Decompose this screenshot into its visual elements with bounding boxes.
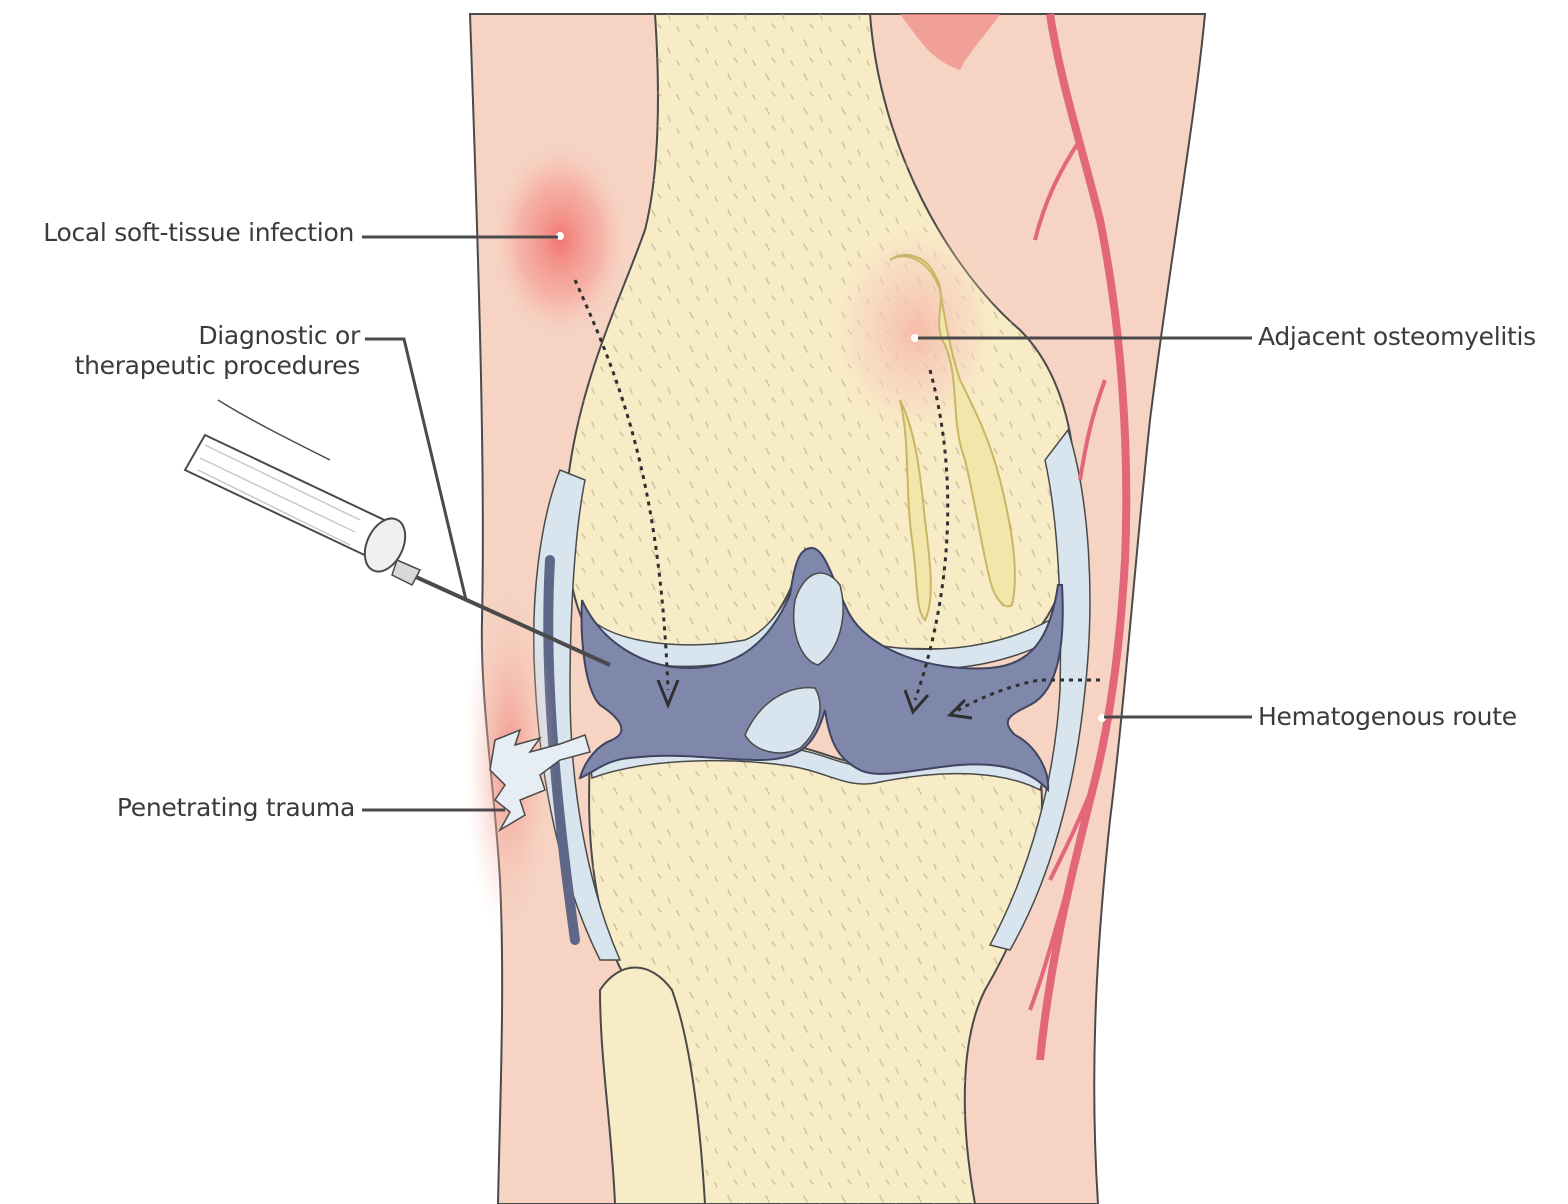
label-diagnostic-line2: therapeutic procedures <box>30 351 360 381</box>
label-local-soft-tissue-infection: Local soft-tissue infection <box>14 218 354 248</box>
label-diagnostic-procedures: Diagnostic or therapeutic procedures <box>30 321 360 381</box>
osteomyelitis-inflammation <box>830 220 1000 440</box>
label-penetrating-trauma: Penetrating trauma <box>60 793 355 823</box>
label-adjacent-osteomyelitis: Adjacent osteomyelitis <box>1258 322 1563 352</box>
label-hematogenous-route: Hematogenous route <box>1258 702 1538 732</box>
label-diagnostic-line1: Diagnostic or <box>30 321 360 351</box>
